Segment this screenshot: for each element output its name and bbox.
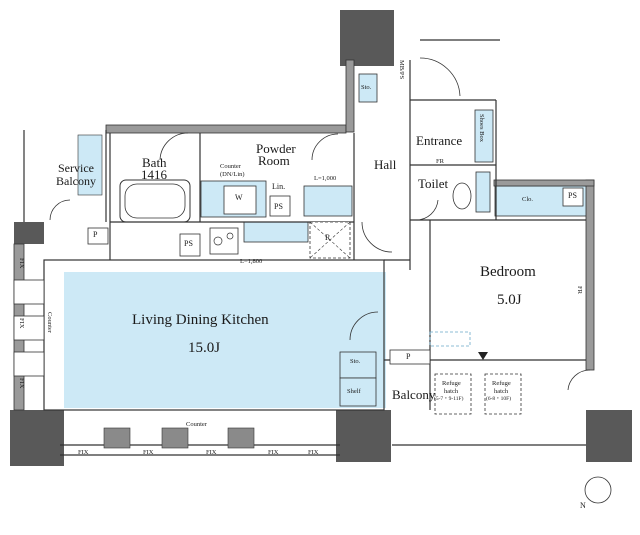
- bath-name: Bath: [142, 155, 167, 170]
- door-swing: [361, 221, 393, 253]
- ldk-floor: [64, 272, 386, 408]
- north-label: N: [580, 501, 586, 510]
- fix-label: FIX: [143, 449, 154, 456]
- wall: [493, 179, 595, 187]
- compass-needle: [592, 482, 604, 498]
- counter-dn-label: (DN/Lin): [220, 171, 245, 178]
- service-balcony-name-2: Balcony: [56, 174, 96, 188]
- counter-label: Counter: [220, 163, 241, 170]
- bedroom-name: Bedroom: [480, 264, 536, 280]
- wall: [345, 59, 355, 133]
- fix-label: FIX: [78, 449, 89, 456]
- balcony-name: Balcony: [392, 387, 436, 402]
- column: [340, 10, 394, 66]
- lin-label: Lin.: [272, 182, 286, 191]
- entry-marker: [478, 352, 488, 360]
- fix-label: FIX: [18, 378, 26, 389]
- washer: [223, 185, 257, 215]
- p-label: P: [93, 230, 98, 239]
- bathtub-inner: [124, 183, 186, 219]
- shelf-label: Shelf: [347, 388, 361, 395]
- fix-label: FIX: [18, 318, 26, 329]
- refuge-floors-b: (6-8・10F): [486, 396, 512, 402]
- entrance-name: Entrance: [416, 133, 463, 148]
- column: [336, 410, 391, 462]
- fix-label: FIX: [206, 449, 217, 456]
- counter-bottom-label: Counter: [186, 421, 207, 428]
- wall: [105, 124, 347, 134]
- shoes-box-label: Shoes Box: [478, 114, 486, 142]
- fr-label: FR: [436, 158, 444, 165]
- refuge-label-2: hatch: [444, 388, 459, 395]
- door-swing: [567, 369, 591, 391]
- refuge-label-1: Refuge: [442, 380, 461, 387]
- compass: [584, 476, 612, 504]
- cloak-label: Clo.: [522, 196, 534, 203]
- r-label: R: [325, 233, 331, 242]
- fix-label: FIX: [308, 449, 319, 456]
- fix-label: FIX: [268, 449, 279, 456]
- powder-name-1: Powder: [256, 141, 296, 156]
- kitchen-counter: [243, 221, 309, 243]
- door-swing: [349, 311, 379, 341]
- door-swing: [159, 132, 189, 161]
- ps-box: [179, 233, 201, 257]
- w-label: W: [235, 193, 243, 202]
- refuge-floors-a: (5-7・9-11F): [434, 396, 464, 402]
- hall-name: Hall: [374, 157, 397, 172]
- refuge-label-4: hatch: [494, 388, 509, 395]
- refuge-label-3: Refuge: [492, 380, 511, 387]
- refuge-hatch: [484, 373, 522, 415]
- l1000-label: L=1,000: [314, 175, 337, 182]
- ps-label-2: PS: [184, 239, 193, 248]
- door-swing: [49, 199, 71, 221]
- ps-label-3: PS: [568, 191, 577, 200]
- bath-size: 1416: [141, 167, 167, 182]
- door-swing: [311, 133, 339, 161]
- fr-label-2: FR: [576, 286, 584, 294]
- ps-label: PS: [274, 202, 283, 211]
- service-balcony-unit: [77, 134, 103, 196]
- fix-label: FIX: [18, 258, 26, 269]
- storage-box: [358, 73, 378, 103]
- stove: [209, 227, 239, 255]
- ldk-name: Living Dining Kitchen: [132, 312, 269, 328]
- counter-side-label: Counter: [46, 312, 54, 333]
- sto-label: Sto.: [361, 84, 372, 91]
- p-label-2: P: [406, 352, 411, 361]
- service-balcony-name-1: Service: [58, 161, 94, 175]
- l1800-label: L=1,800: [240, 258, 263, 265]
- toilet-name: Toilet: [418, 176, 449, 191]
- column: [586, 410, 632, 462]
- powder-counter: [303, 185, 353, 217]
- bedroom-size: 5.0J: [497, 292, 522, 308]
- powder-name-2: Room: [258, 153, 290, 168]
- refuge-hatch: [434, 373, 472, 415]
- toilet-tank: [475, 171, 491, 213]
- column: [14, 222, 44, 244]
- p-box: [87, 227, 109, 245]
- bathtub: [119, 179, 191, 223]
- shoes-box: [474, 109, 494, 163]
- ps-box: [562, 187, 584, 207]
- sto-label-2: Sto.: [350, 358, 361, 365]
- p-box: [389, 349, 431, 365]
- shelf-box: [339, 377, 377, 407]
- mbps-label: MB/PS: [398, 60, 406, 80]
- door-swing: [419, 57, 461, 97]
- ldk-size: 15.0J: [188, 340, 221, 356]
- door-swing: [415, 199, 439, 221]
- toilet-bowl: [452, 182, 472, 210]
- storage-box-2: [339, 351, 377, 379]
- column: [10, 410, 64, 466]
- ps-box: [269, 195, 291, 217]
- wall: [585, 179, 595, 371]
- closet-dashed: [429, 331, 471, 347]
